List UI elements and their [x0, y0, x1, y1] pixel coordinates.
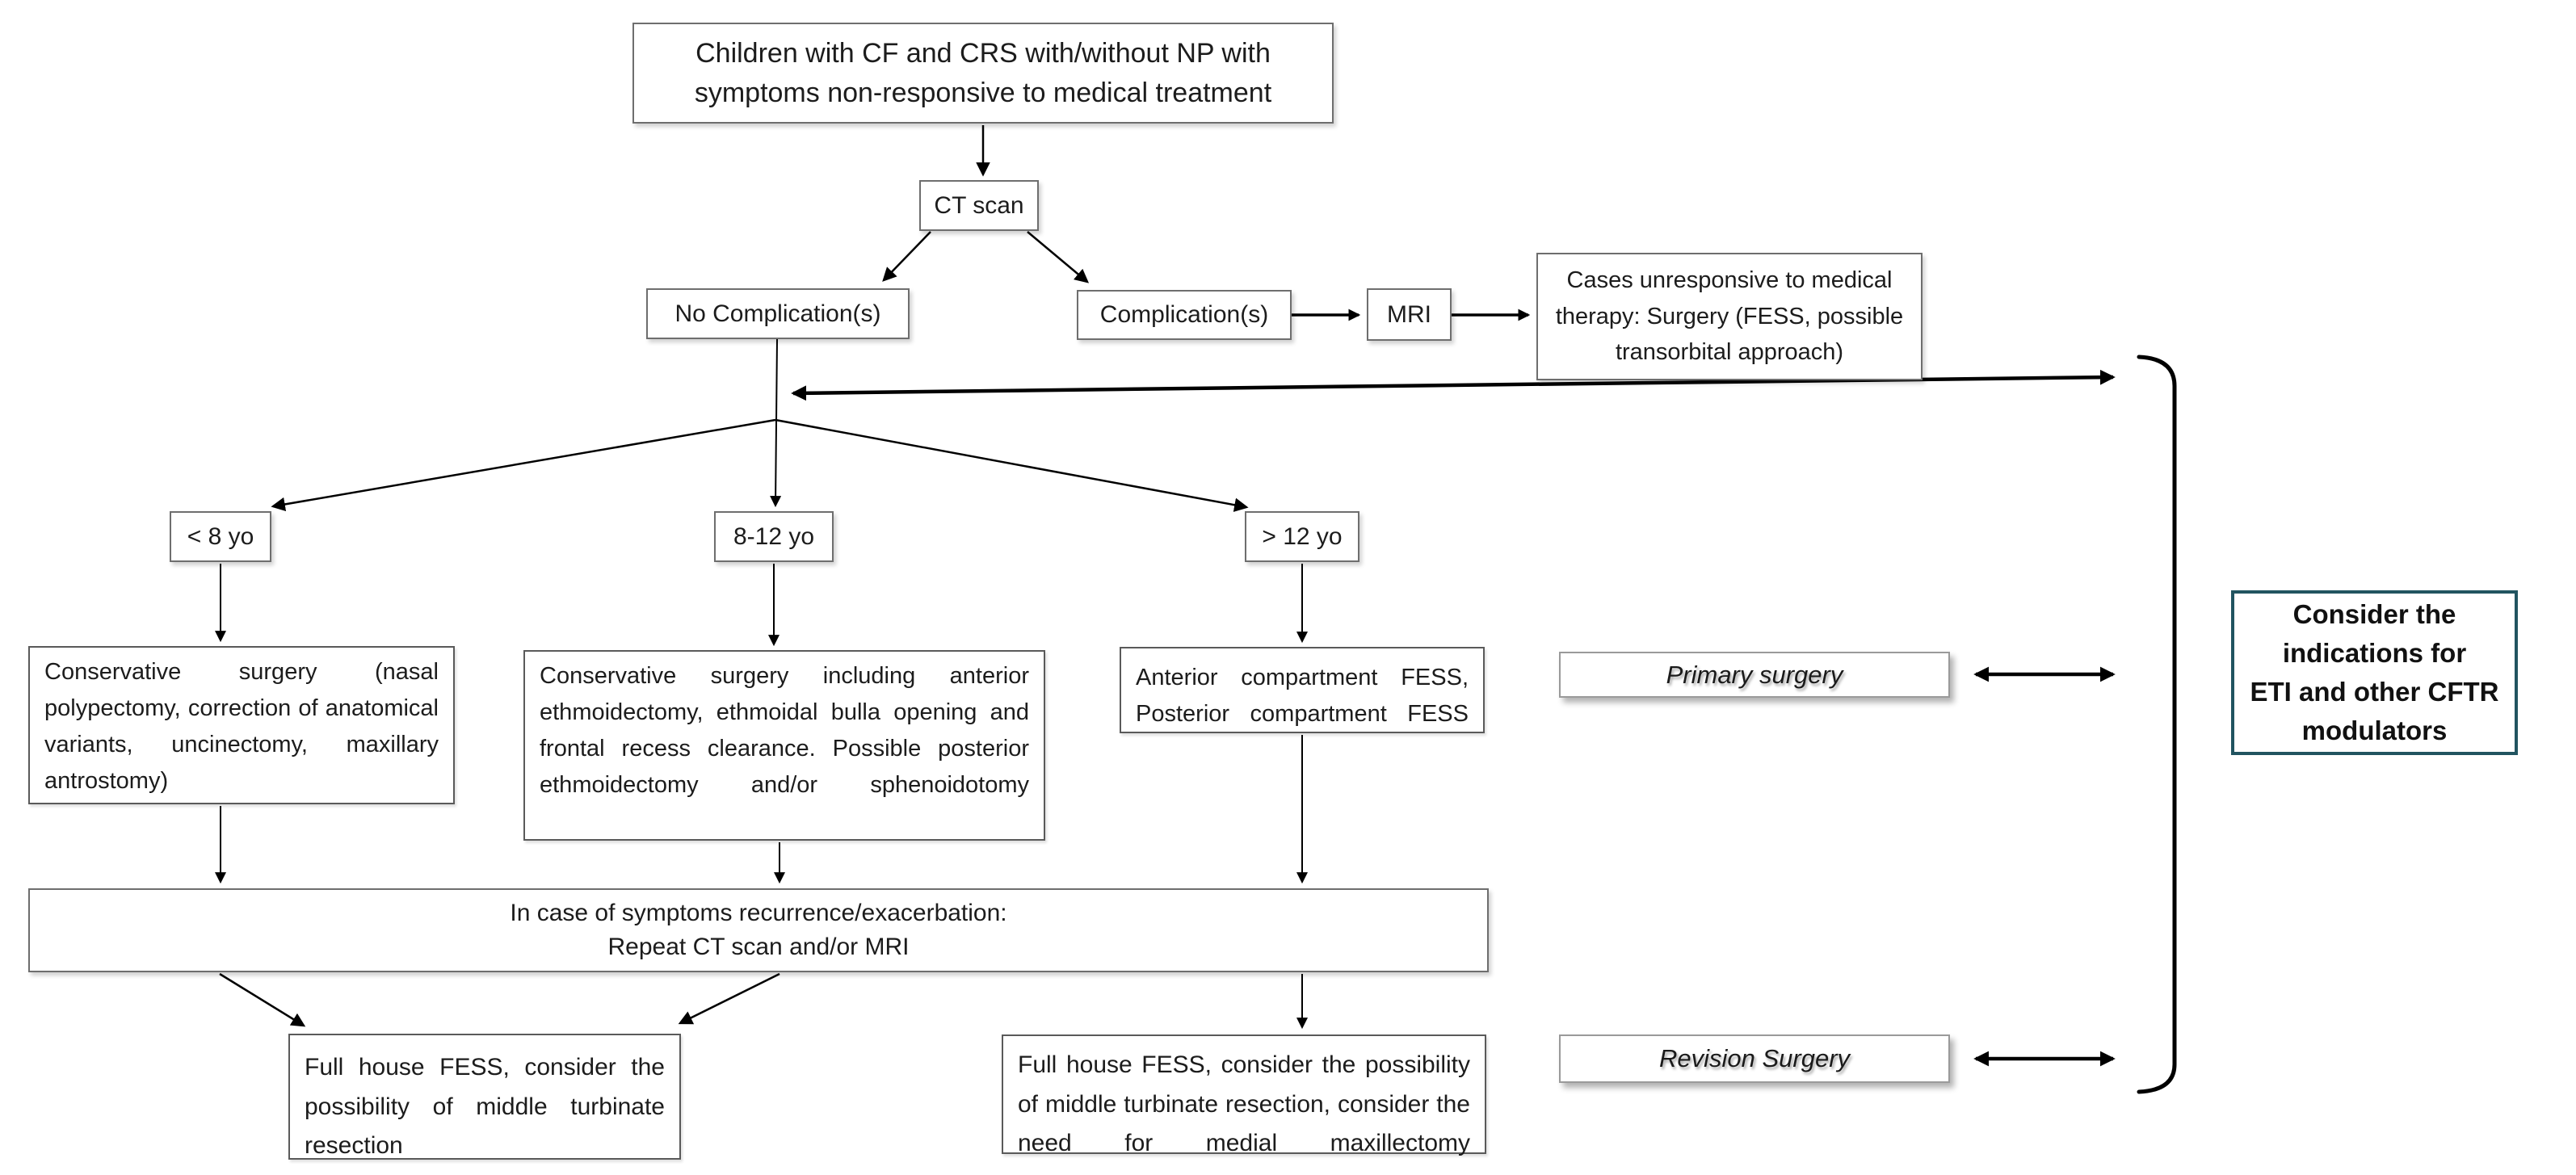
node-mri: MRI — [1367, 288, 1452, 341]
start-line-2: symptoms non-responsive to medical treat… — [694, 77, 1272, 108]
arrow-to-fullhouse-left-a — [219, 972, 306, 1027]
ct-scan-label: CT scan — [934, 191, 1024, 219]
node-complications: Complication(s) — [1077, 290, 1292, 340]
primary-surgery-label: Primary surgery — [1666, 660, 1843, 689]
age-under-8-label: < 8 yo — [187, 522, 254, 550]
node-no-complications: No Complication(s) — [646, 288, 910, 339]
node-treatment-8-12: Conservative surgery including anterior … — [523, 650, 1045, 841]
node-full-house-left: Full house FESS, consider the possibilit… — [288, 1034, 681, 1160]
node-age-8-12: 8-12 yo — [714, 511, 834, 562]
arrow-to-over12 — [775, 418, 1249, 512]
arrow-ct-to-nocompl — [882, 231, 931, 282]
node-ct-scan: CT scan — [919, 180, 1039, 231]
line-nocompl-down — [770, 338, 782, 508]
start-line-1: Children with CF and CRS with/without NP… — [695, 38, 1271, 69]
arrow-ct-to-compl — [1027, 231, 1090, 283]
unresponsive-line-3: transorbital approach) — [1615, 339, 1844, 366]
consider-line-3: ETI and other CFTR — [2250, 677, 2499, 707]
consider-line-2: indications for — [2282, 638, 2467, 669]
node-treatment-under-8: Conservative surgery (nasal polypectomy,… — [28, 646, 455, 804]
unresponsive-line-1: Cases unresponsive to medical — [1566, 266, 1893, 293]
node-treatment-over-12: Anterior compartment FESS, Posterior com… — [1120, 647, 1485, 733]
node-full-house-right: Full house FESS, consider the possibilit… — [1002, 1034, 1486, 1156]
mri-label: MRI — [1387, 300, 1431, 328]
arrow-loop-bidirectional — [791, 369, 2116, 401]
complications-label: Complication(s) — [1099, 301, 1269, 328]
consider-line-1: Consider the — [2292, 599, 2456, 630]
node-age-under-8: < 8 yo — [170, 511, 271, 562]
node-start: Children with CF and CRS with/without NP… — [632, 23, 1334, 124]
age-8-12-label: 8-12 yo — [733, 522, 815, 550]
node-revision-surgery: Revision Surgery — [1559, 1034, 1950, 1083]
node-recurrence: In case of symptoms recurrence/exacerbat… — [28, 888, 1489, 972]
recurrence-line-2: Repeat CT scan and/or MRI — [607, 934, 910, 960]
recurrence-line-1: In case of symptoms recurrence/exacerbat… — [510, 900, 1007, 926]
right-bracket — [2137, 355, 2177, 1094]
revision-surgery-label: Revision Surgery — [1658, 1044, 1851, 1073]
node-age-over-12: > 12 yo — [1245, 511, 1359, 562]
node-unresponsive-surgery: Cases unresponsive to medical therapy: S… — [1536, 253, 1923, 380]
consider-line-4: modulators — [2301, 715, 2448, 745]
node-primary-surgery: Primary surgery — [1559, 652, 1950, 698]
node-consider-cftr: Consider the indications for ETI and oth… — [2231, 590, 2518, 755]
age-over-12-label: > 12 yo — [1262, 522, 1343, 550]
no-complications-label: No Complication(s) — [674, 300, 881, 327]
arrow-to-under8 — [271, 418, 776, 512]
arrow-to-fullhouse-left-b — [678, 972, 780, 1025]
unresponsive-line-2: therapy: Surgery (FESS, possible — [1555, 303, 1904, 329]
